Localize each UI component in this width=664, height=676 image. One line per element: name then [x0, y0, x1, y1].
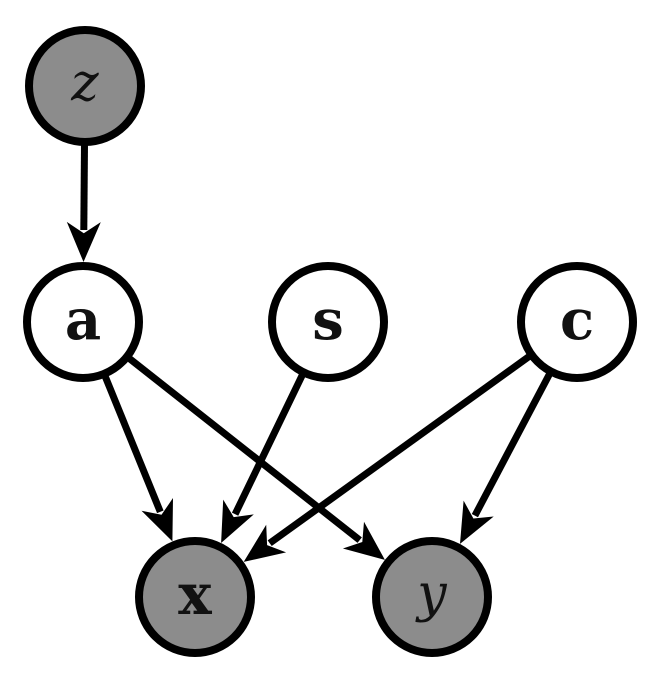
node-circle — [517, 262, 637, 382]
node-label: z — [70, 53, 99, 113]
nodes-layer: z a s c x y — [23, 26, 637, 657]
node-a: a — [23, 262, 143, 382]
edge-line — [101, 374, 164, 514]
node-label: y — [415, 564, 447, 624]
arrowhead-icon — [141, 498, 173, 542]
edge-z-to-a — [66, 143, 101, 262]
node-z: z — [25, 26, 145, 146]
edge-c-to-x — [243, 353, 532, 562]
edge-a-to-x — [101, 374, 173, 542]
edges-layer — [66, 143, 553, 562]
node-label: x — [178, 562, 212, 628]
node-x: x — [135, 537, 255, 657]
node-c: c — [517, 262, 637, 382]
arrowhead-icon — [243, 524, 287, 562]
node-y: y — [372, 537, 492, 657]
edge-line — [471, 371, 553, 518]
edge-s-to-x — [221, 372, 306, 543]
node-circle — [25, 26, 145, 146]
arrowhead-icon — [221, 499, 254, 543]
node-label: a — [65, 287, 101, 353]
edge-line — [80, 143, 88, 231]
node-circle — [135, 537, 255, 657]
edge-line — [231, 372, 306, 516]
node-s: s — [268, 262, 388, 382]
node-circle — [23, 262, 143, 382]
edge-c-to-y — [460, 371, 553, 544]
node-circle — [372, 537, 492, 657]
node-circle — [268, 262, 388, 382]
arrowhead-icon — [342, 521, 385, 560]
arrowhead-icon — [460, 500, 494, 544]
arrowhead-icon — [66, 221, 101, 262]
node-label: s — [312, 287, 344, 353]
edge-line — [267, 353, 532, 547]
node-label: c — [560, 287, 594, 353]
